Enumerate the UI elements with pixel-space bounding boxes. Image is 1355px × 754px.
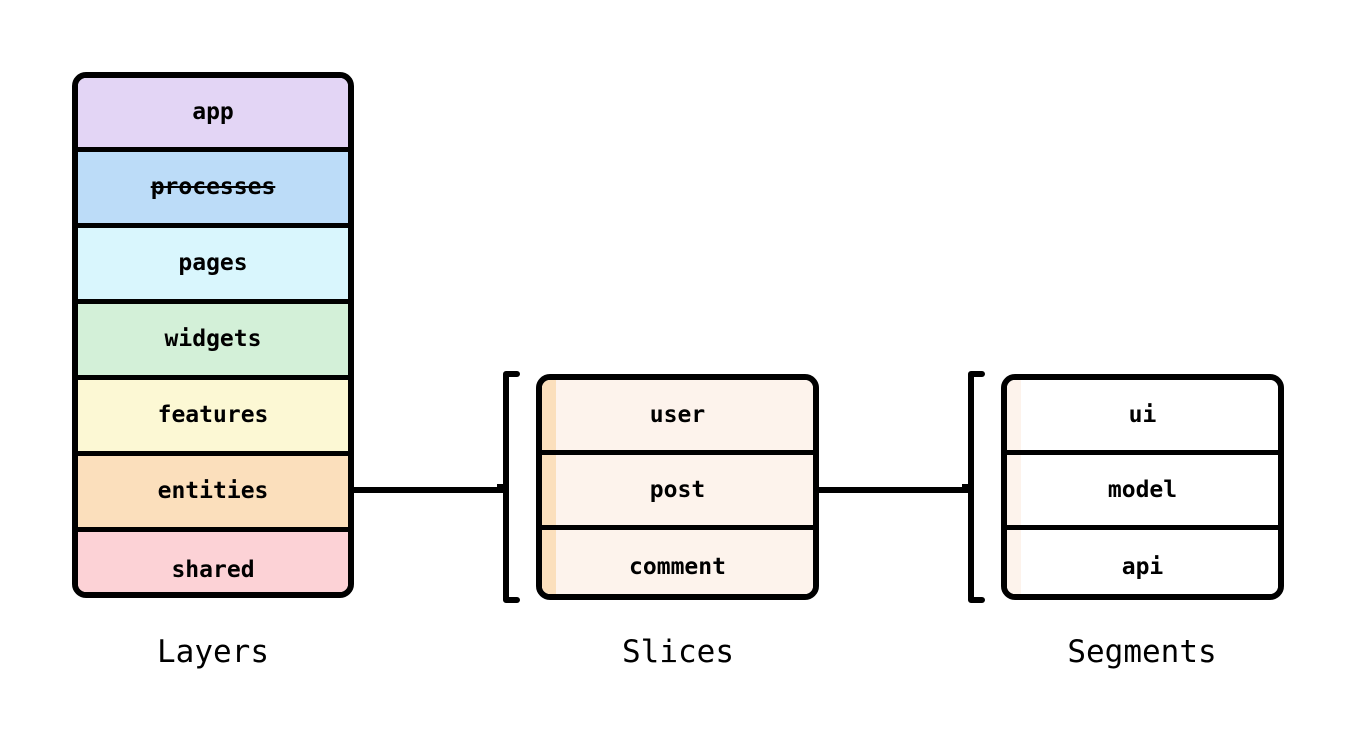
caption-segments: Segments [1067, 634, 1217, 670]
segment-stripe [1007, 380, 1021, 450]
layer-label-features: features [157, 402, 269, 428]
segment-stripe [1007, 455, 1021, 525]
slice-stripe [542, 380, 556, 450]
segments-stack: ui model api [1001, 374, 1284, 600]
layer-row-processes[interactable]: processes [78, 152, 348, 228]
segment-label-ui: ui [1128, 401, 1157, 428]
slice-row-user[interactable]: user [542, 380, 813, 455]
layer-row-entities[interactable]: entities [78, 456, 348, 532]
segment-row-model[interactable]: model [1007, 455, 1278, 530]
caption-layers: Layers [157, 634, 269, 670]
layer-row-widgets[interactable]: widgets [78, 304, 348, 380]
segment-label-api: api [1121, 554, 1164, 580]
connector-slices-to-segments [819, 487, 969, 493]
segment-row-ui[interactable]: ui [1007, 380, 1278, 455]
layer-label-shared: shared [171, 556, 255, 583]
slice-stripe [542, 455, 556, 525]
layers-stack: app processes pages widgets features ent… [72, 72, 354, 598]
caption-slices: Slices [622, 634, 734, 670]
slice-row-comment[interactable]: comment [542, 530, 813, 594]
layer-label-pages: pages [178, 250, 248, 276]
layer-row-app[interactable]: app [78, 78, 348, 152]
layer-label-entities: entities [157, 478, 269, 504]
layer-label-processes: processes [150, 174, 276, 200]
layer-label-widgets: widgets [164, 326, 262, 352]
segment-stripe [1007, 530, 1021, 594]
layer-row-shared[interactable]: shared [78, 532, 348, 592]
slice-label-post: post [649, 476, 706, 503]
slice-label-user: user [649, 401, 706, 428]
slices-stack: user post comment [536, 374, 819, 600]
slice-row-post[interactable]: post [542, 455, 813, 530]
slice-label-comment: comment [629, 554, 726, 580]
connector-layers-to-slices [354, 487, 504, 493]
segment-label-model: model [1107, 476, 1178, 503]
segment-row-api[interactable]: api [1007, 530, 1278, 594]
layer-row-pages[interactable]: pages [78, 228, 348, 304]
slice-stripe [542, 530, 556, 594]
layer-label-app: app [192, 99, 234, 125]
layer-row-features[interactable]: features [78, 380, 348, 456]
